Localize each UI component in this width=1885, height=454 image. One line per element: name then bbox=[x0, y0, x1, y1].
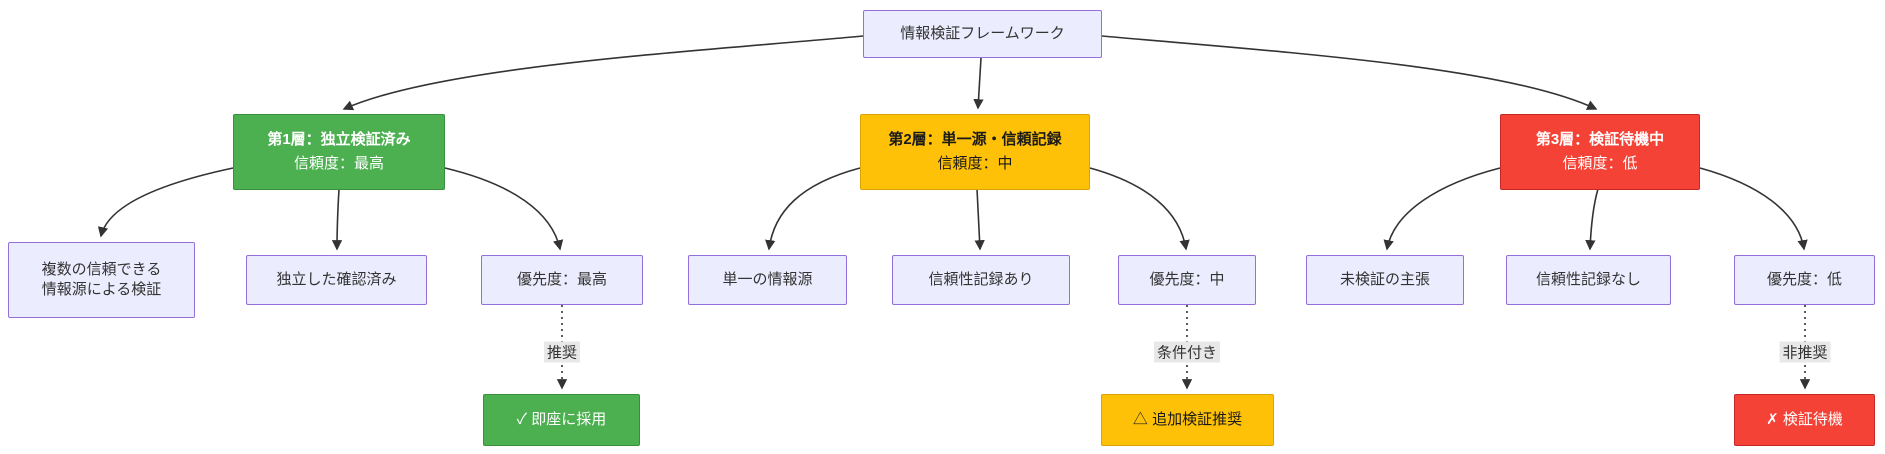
node-result-verification-pending: ✗ 検証待機 bbox=[1734, 394, 1875, 446]
edge-tier3-unverified-claim bbox=[1383, 167, 1501, 251]
edge-tier2-priority-medium bbox=[1089, 167, 1190, 251]
tier-subtitle: 信頼度：中 bbox=[937, 154, 1013, 172]
edge-tier2-single-source bbox=[765, 167, 861, 251]
node-reliability-record-exists: 信頼性記録あり bbox=[892, 255, 1070, 305]
edge-tier1-priority-highest bbox=[444, 167, 564, 251]
edge-label-not-recommended: 非推奨 bbox=[1779, 341, 1831, 363]
tier-subtitle: 信頼度：低 bbox=[1562, 154, 1638, 172]
edge-label-conditional: 条件付き bbox=[1153, 341, 1221, 363]
node-label: 独立した確認済み bbox=[276, 270, 397, 288]
node-label: △ 追加検証推奨 bbox=[1132, 410, 1243, 428]
edge-root-tier2 bbox=[973, 57, 984, 110]
node-label: ✗ 検証待機 bbox=[1766, 410, 1843, 428]
node-no-reliability-record: 信頼性記録なし bbox=[1506, 255, 1671, 305]
node-root-framework: 情報検証フレームワーク bbox=[863, 10, 1102, 58]
edge-tier2-reliability-record bbox=[974, 188, 985, 251]
node-label: 優先度：低 bbox=[1766, 270, 1842, 288]
node-label: 単一の情報源 bbox=[722, 270, 813, 288]
node-independent-confirmed: 独立した確認済み bbox=[246, 255, 427, 305]
tier-title: 第3層：検証待機中 bbox=[1535, 131, 1665, 149]
node-label: ✓ 即座に採用 bbox=[516, 410, 607, 428]
edge-label-recommended: 推奨 bbox=[543, 341, 581, 363]
node-label-line1: 複数の信頼できる bbox=[41, 260, 162, 278]
node-result-additional-verification-recommended: △ 追加検証推奨 bbox=[1101, 394, 1274, 446]
node-priority-highest: 優先度：最高 bbox=[481, 255, 643, 305]
edge-root-tier1 bbox=[342, 35, 864, 111]
edge-tier1-independent-confirmed bbox=[331, 188, 343, 251]
edge-root-tier3 bbox=[1101, 35, 1598, 110]
node-label: 信頼性記録あり bbox=[928, 270, 1034, 288]
node-label: 情報検証フレームワーク bbox=[900, 24, 1065, 42]
edge-tier3-no-reliability-record bbox=[1585, 188, 1599, 251]
node-single-information-source: 単一の情報源 bbox=[688, 255, 847, 305]
edge-tier3-priority-low bbox=[1699, 167, 1808, 251]
node-tier1-independent-verified: 第1層：独立検証済み 信頼度：最高 bbox=[233, 114, 445, 190]
tier-subtitle: 信頼度：最高 bbox=[293, 154, 384, 172]
node-label-line2: 情報源による検証 bbox=[41, 281, 162, 298]
node-label: 優先度：最高 bbox=[516, 270, 607, 288]
tier-title: 第2層：単一源・信頼記録 bbox=[888, 131, 1062, 149]
node-multiple-trusted-sources: 複数の信頼できる 情報源による検証 bbox=[8, 242, 195, 318]
node-label: 優先度：中 bbox=[1149, 270, 1225, 288]
node-tier2-single-source-record: 第2層：単一源・信頼記録 信頼度：中 bbox=[860, 114, 1090, 190]
node-result-adopt-immediately: ✓ 即座に採用 bbox=[483, 394, 640, 446]
node-label: 未検証の主張 bbox=[1339, 270, 1430, 288]
node-priority-low: 優先度：低 bbox=[1734, 255, 1875, 305]
node-label: 信頼性記録なし bbox=[1535, 270, 1641, 288]
node-priority-medium: 優先度：中 bbox=[1118, 255, 1256, 305]
tier-title: 第1層：独立検証済み bbox=[267, 131, 411, 149]
edge-tier1-multiple-sources bbox=[97, 167, 234, 238]
node-unverified-claim: 未検証の主張 bbox=[1306, 255, 1464, 305]
node-tier3-pending-verification: 第3層：検証待機中 信頼度：低 bbox=[1500, 114, 1700, 190]
